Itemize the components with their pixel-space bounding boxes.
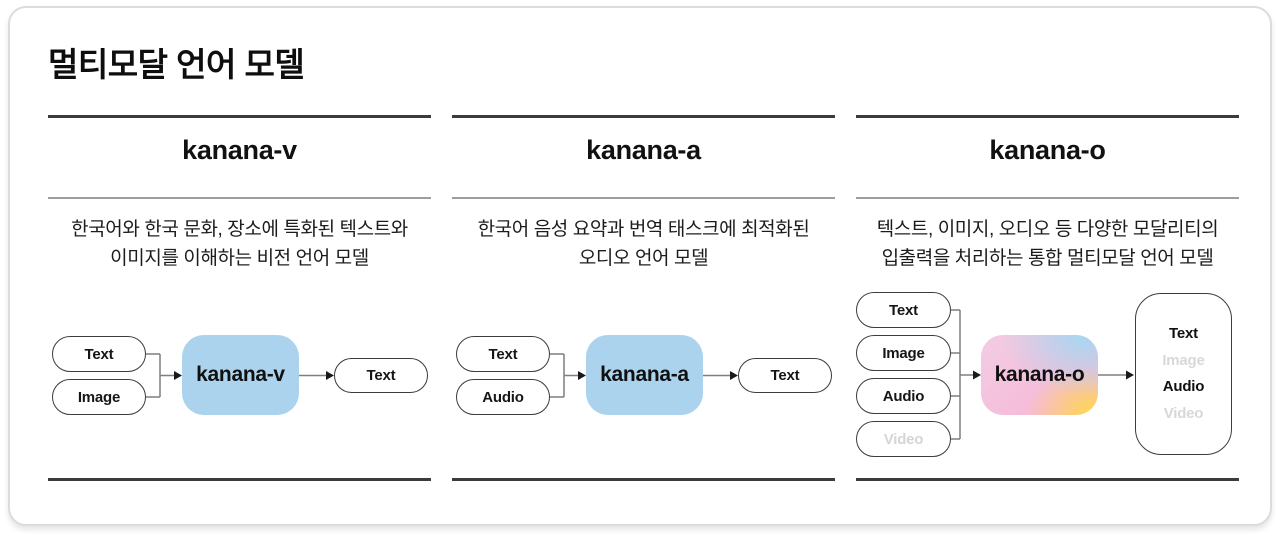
input-pill-text: Text xyxy=(856,292,951,328)
column-kanana-o: kanana-o 텍스트, 이미지, 오디오 등 다양한 모달리티의 입출력을 … xyxy=(856,115,1239,481)
input-pill-text: Text xyxy=(52,336,146,372)
description-line: 오디오 언어 모델 xyxy=(578,248,709,269)
output-modality-video-disabled: Video xyxy=(1163,404,1204,422)
input-pill-video-disabled: Video xyxy=(856,421,951,457)
content-card xyxy=(8,6,1272,526)
column-kanana-a: kanana-a 한국어 음성 요약과 번역 태스크에 최적화된 오디오 언어 … xyxy=(452,115,835,481)
output-modality-audio: Audio xyxy=(1162,378,1205,395)
connector-lines xyxy=(146,353,334,398)
column-description: 한국어와 한국 문화, 장소에 특화된 텍스트와 이미지를 이해하는 비전 언어… xyxy=(48,215,431,273)
description-line: 한국어와 한국 문화, 장소에 특화된 텍스트와 xyxy=(71,219,408,240)
arrowhead-icon xyxy=(174,371,182,380)
input-pill-audio: Audio xyxy=(856,378,951,414)
model-box-kanana-a: kanana-a xyxy=(586,335,703,415)
top-divider xyxy=(452,115,835,118)
page-title: 멀티모달 언어 모델 xyxy=(48,46,305,83)
flow-diagram-kanana-v: Text Image kanana-v Text xyxy=(48,288,431,470)
arrowhead-icon xyxy=(326,371,334,380)
output-modalities-box: Text Image Audio Video xyxy=(1135,293,1232,455)
sub-divider xyxy=(452,197,835,199)
model-columns: kanana-v 한국어와 한국 문화, 장소에 특화된 텍스트와 이미지를 이… xyxy=(48,115,1240,481)
flow-diagram-kanana-a: Text Audio kanana-a Text xyxy=(452,288,835,470)
flow-diagram-kanana-o: Text Image Audio Video kanana-o Text Ima… xyxy=(856,288,1239,470)
input-pill-text: Text xyxy=(456,336,550,372)
bottom-divider xyxy=(452,478,835,481)
bottom-divider xyxy=(856,478,1239,481)
column-heading: kanana-a xyxy=(586,135,701,165)
column-heading: kanana-o xyxy=(989,135,1106,165)
description-line: 텍스트, 이미지, 오디오 등 다양한 모달리티의 xyxy=(876,219,1219,240)
column-description: 텍스트, 이미지, 오디오 등 다양한 모달리티의 입출력을 처리하는 통합 멀… xyxy=(856,215,1239,273)
connector-lines xyxy=(550,353,738,398)
arrowhead-icon xyxy=(578,371,586,380)
model-box-kanana-v: kanana-v xyxy=(182,335,299,415)
description-line: 이미지를 이해하는 비전 언어 모델 xyxy=(110,248,369,269)
output-modality-image-disabled: Image xyxy=(1162,351,1205,369)
sub-divider xyxy=(856,197,1239,199)
description-line: 입출력을 처리하는 통합 멀티모달 언어 모델 xyxy=(881,248,1214,269)
output-pill-text: Text xyxy=(334,358,428,393)
model-box-kanana-o: kanana-o xyxy=(981,335,1098,415)
top-divider xyxy=(856,115,1239,118)
sub-divider xyxy=(48,197,431,199)
connector-lines xyxy=(951,309,1134,440)
input-pill-image: Image xyxy=(52,379,146,415)
top-divider xyxy=(48,115,431,118)
output-modality-text: Text xyxy=(1169,325,1198,342)
arrowhead-icon xyxy=(1126,370,1134,380)
description-line: 한국어 음성 요약과 번역 태스크에 최적화된 xyxy=(477,219,810,240)
input-pill-audio: Audio xyxy=(456,379,550,415)
column-heading: kanana-v xyxy=(182,135,297,165)
column-description: 한국어 음성 요약과 번역 태스크에 최적화된 오디오 언어 모델 xyxy=(452,215,835,273)
output-pill-text: Text xyxy=(738,358,832,393)
column-kanana-v: kanana-v 한국어와 한국 문화, 장소에 특화된 텍스트와 이미지를 이… xyxy=(48,115,431,481)
arrowhead-icon xyxy=(730,371,738,380)
input-pill-image: Image xyxy=(856,335,951,371)
bottom-divider xyxy=(48,478,431,481)
arrowhead-icon xyxy=(973,370,981,380)
